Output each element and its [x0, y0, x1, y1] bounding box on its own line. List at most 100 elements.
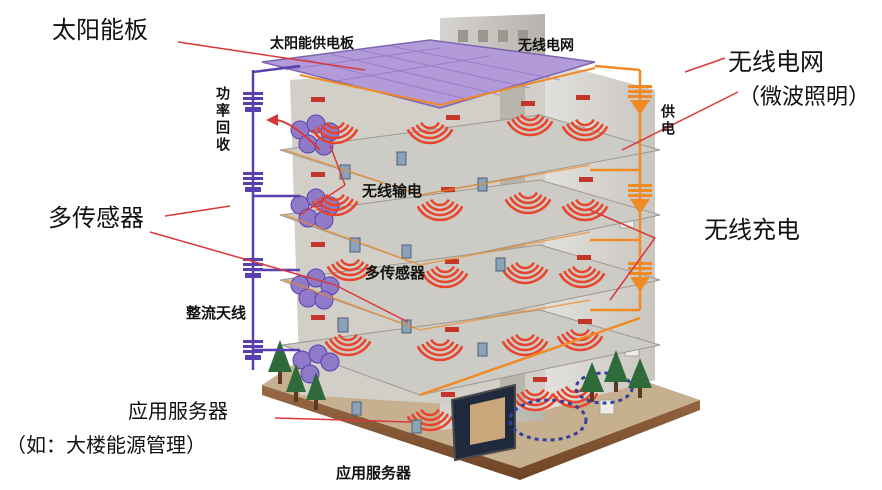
wave-arc	[513, 194, 543, 205]
wave-arc	[501, 268, 549, 285]
orange-bus-floor2	[284, 214, 591, 266]
wave-arc	[416, 205, 464, 222]
return-arrow-head	[266, 114, 278, 126]
wave-arc	[566, 203, 604, 217]
app-server-outer-label: 应用服务器	[128, 399, 228, 423]
ceiling-emitter	[311, 97, 325, 102]
rectenna-coils-left	[243, 92, 263, 360]
wave-arc	[519, 113, 541, 122]
wave-arc	[514, 333, 536, 342]
wave-arc	[421, 343, 459, 357]
wave-arc	[324, 340, 372, 357]
wave-arc	[419, 121, 441, 130]
floor-slabs	[279, 114, 661, 396]
wave-arc	[429, 198, 451, 207]
pointer-lines	[149, 41, 739, 423]
wave-arc	[415, 124, 445, 135]
wave-arc	[567, 268, 597, 279]
wave-arc	[561, 125, 609, 142]
wave-arc	[339, 258, 361, 267]
wave-arc	[563, 270, 601, 284]
wave-arc	[335, 261, 365, 272]
rectenna-label: 整流天线	[186, 304, 246, 322]
wave-arc	[425, 201, 455, 212]
ceiling-emitter	[311, 242, 325, 247]
tower-windows	[458, 30, 528, 42]
wave-arc	[509, 196, 547, 210]
wave-arc	[406, 415, 454, 432]
wave-arc	[411, 413, 449, 427]
ground	[262, 385, 700, 480]
solar-panel-label: 太阳能板	[52, 16, 148, 44]
wave-arc	[429, 338, 451, 347]
wave-arc	[574, 198, 596, 207]
wave-arc	[558, 272, 606, 289]
wave-arc	[524, 388, 546, 397]
wave-arc	[416, 345, 464, 362]
wave-arc	[516, 393, 554, 407]
wave-arc	[517, 191, 539, 200]
app-server-note-label: （如：大楼能源管理）	[6, 433, 206, 457]
wave-arc	[556, 335, 604, 352]
ceiling-emitter	[578, 319, 592, 324]
orange-bus-floor3	[284, 279, 591, 331]
wave-arc	[569, 328, 591, 337]
wave-arc	[329, 338, 367, 352]
solar-supply-board-label: 太阳能供电板	[270, 35, 355, 52]
multi-sensor-outer-label: 多传感器	[48, 204, 144, 232]
power-supply-label: 供电	[659, 103, 676, 138]
power-supply-coils	[628, 85, 652, 292]
wave-arc	[316, 126, 354, 140]
wave-arc	[326, 265, 374, 282]
wave-arc	[515, 116, 545, 127]
wave-arc	[566, 123, 604, 137]
ceiling-emitter	[441, 392, 455, 397]
multi-sensor-inner-label: 多传感器	[365, 264, 426, 282]
wave-arc	[415, 411, 445, 422]
wireless-grid-inner-label: 无线电网	[517, 37, 574, 54]
wave-arc	[506, 338, 544, 352]
wave-arc	[311, 200, 359, 217]
wave-arc	[324, 121, 346, 130]
orange-bus-top	[299, 67, 596, 107]
wave-arc	[510, 336, 540, 347]
wave-arc	[333, 336, 363, 347]
wave-arc	[316, 198, 354, 212]
ceiling-emitter	[311, 315, 325, 320]
wave-arc	[337, 333, 359, 342]
ceiling-emitter	[579, 177, 593, 182]
wave-arc	[311, 128, 359, 145]
wave-arc	[520, 391, 550, 402]
wave-arc	[510, 264, 540, 275]
ceiling-emitter	[446, 115, 460, 120]
wave-arc	[425, 341, 455, 352]
wireless-charging-label: 无线充电	[704, 216, 800, 244]
wave-arc	[419, 408, 441, 417]
wave-arc	[411, 126, 449, 140]
microwave-wave-fans	[311, 113, 609, 432]
ceiling-emitter	[577, 255, 591, 260]
trees	[268, 340, 652, 410]
ceiling-emitter	[445, 259, 459, 264]
ceiling-emitter	[521, 101, 535, 106]
wave-arc	[501, 340, 549, 357]
wave-arc	[320, 124, 350, 135]
wave-arc	[434, 265, 456, 274]
wave-arc	[570, 121, 600, 132]
wave-arc	[561, 333, 599, 347]
wireless-grid-outer-label: 无线电网	[728, 48, 824, 76]
orange-bus-floor1	[284, 149, 591, 196]
ceiling-emitter	[533, 377, 547, 382]
wave-arc	[421, 203, 459, 217]
wireless-transmission-label: 无线输电	[361, 182, 422, 200]
wave-arc	[331, 263, 369, 277]
wave-arc	[570, 201, 600, 212]
app-server-screen	[450, 383, 516, 462]
wave-arc	[571, 265, 593, 274]
wave-arc	[406, 128, 454, 145]
ceiling-emitter	[576, 95, 590, 100]
microwave-lighting-label: （微波照明）	[738, 85, 870, 110]
wave-arc	[506, 266, 544, 280]
wave-arc	[426, 270, 464, 284]
